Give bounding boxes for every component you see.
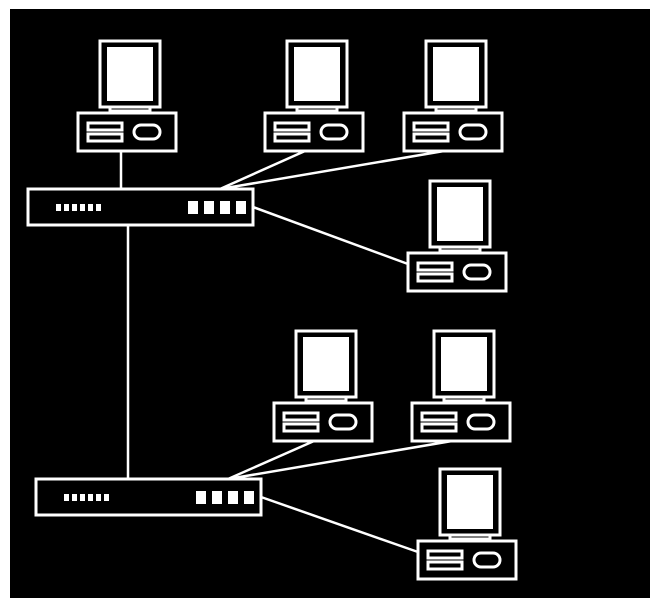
desktop-computer-icon	[272, 329, 374, 443]
link-pc-2-hub-1	[219, 149, 306, 191]
desktop-computer-icon	[410, 329, 512, 443]
desktop-computer-icon	[402, 39, 504, 153]
link-layer	[119, 149, 453, 554]
diagram-canvas	[10, 9, 650, 598]
link-pc-4-hub-1	[252, 205, 409, 266]
link-pc-5-hub-2	[227, 439, 315, 481]
desktop-computer-icon	[416, 467, 518, 581]
network-diagram	[10, 9, 650, 598]
device-layer	[26, 39, 518, 581]
network-hub-icon	[26, 187, 255, 227]
network-hub-icon	[34, 477, 263, 517]
link-pc-3-hub-1	[219, 149, 445, 191]
link-pc-6-hub-2	[227, 439, 453, 481]
desktop-computer-icon	[263, 39, 365, 153]
desktop-computer-icon	[76, 39, 178, 153]
desktop-computer-icon	[406, 179, 508, 293]
link-pc-7-hub-2	[260, 495, 419, 554]
